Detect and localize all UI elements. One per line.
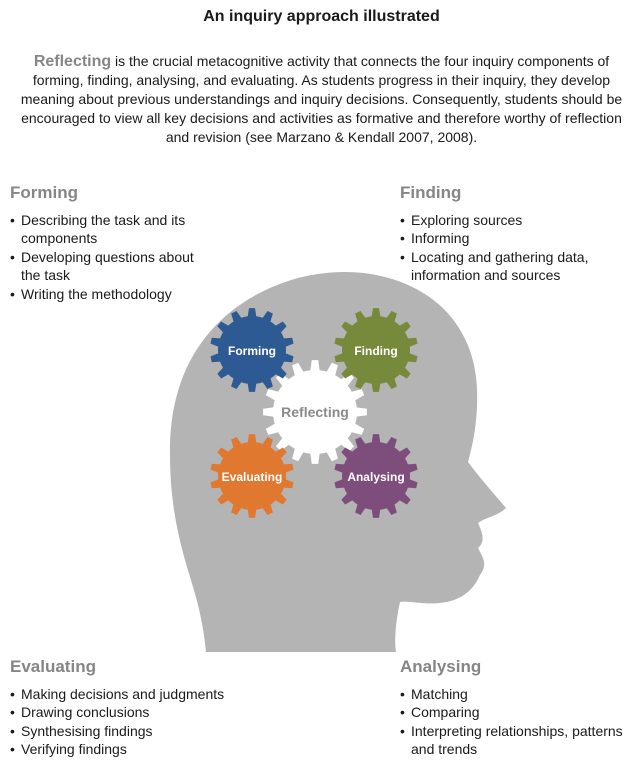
gear-analysing xyxy=(334,434,418,518)
intro-paragraph: Reflecting is the crucial metacognitive … xyxy=(10,52,633,147)
intro-text: is the crucial metacognitive activity th… xyxy=(20,53,623,145)
list-item: Comparing xyxy=(400,703,635,722)
list-item: Making decisions and judgments xyxy=(10,685,280,704)
gear-label-finding: Finding xyxy=(354,344,397,358)
forming-section: Forming Describing the task and its comp… xyxy=(10,183,210,304)
evaluating-heading: Evaluating xyxy=(10,657,96,676)
finding-heading: Finding xyxy=(400,183,462,202)
forming-list: Describing the task and its components D… xyxy=(10,211,210,304)
gear-finding xyxy=(334,308,418,392)
gear-label-reflecting: Reflecting xyxy=(281,404,349,420)
diagram-title: An inquiry approach illustrated xyxy=(203,8,440,25)
finding-section: Finding Exploring sources Informing Loca… xyxy=(400,183,635,285)
list-item: Exploring sources xyxy=(400,211,635,230)
intro-lead: Reflecting xyxy=(33,53,112,70)
list-item: Verifying findings xyxy=(10,740,280,759)
list-item: Developing questions about the task xyxy=(10,248,210,285)
gear-reflecting xyxy=(263,360,367,464)
evaluating-section: Evaluating Making decisions and judgment… xyxy=(10,657,280,759)
list-item: Writing the methodology xyxy=(10,285,210,304)
finding-list: Exploring sources Informing Locating and… xyxy=(400,211,635,285)
forming-heading: Forming xyxy=(10,183,78,202)
list-item: Matching xyxy=(400,685,635,704)
gear-label-analysing: Analysing xyxy=(347,470,404,484)
list-item: Interpreting relationships, patterns and… xyxy=(400,722,635,759)
analysing-section: Analysing Matching Comparing Interpretin… xyxy=(400,657,635,759)
list-item: Drawing conclusions xyxy=(10,703,280,722)
list-item: Locating and gathering data, information… xyxy=(400,248,635,285)
list-item: Informing xyxy=(400,229,635,248)
analysing-heading: Analysing xyxy=(400,657,482,676)
gear-label-forming: Forming xyxy=(228,344,276,358)
gear-label-evaluating: Evaluating xyxy=(222,470,283,484)
evaluating-list: Making decisions and judgments Drawing c… xyxy=(10,685,280,759)
list-item: Describing the task and its components xyxy=(10,211,210,248)
gear-evaluating xyxy=(210,434,294,518)
analysing-list: Matching Comparing Interpreting relation… xyxy=(400,685,635,759)
gear-forming xyxy=(210,308,294,392)
list-item: Synthesising findings xyxy=(10,722,280,741)
